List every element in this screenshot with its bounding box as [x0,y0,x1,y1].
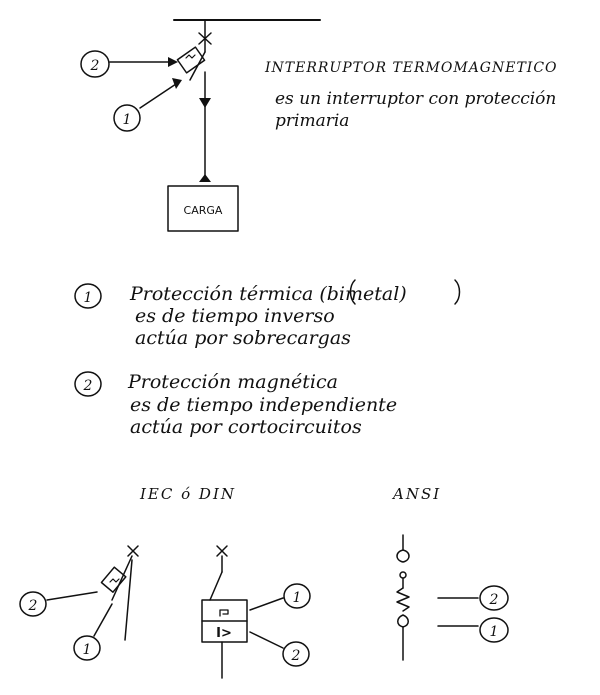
din-callout-1-circle [283,583,311,609]
ansi-label: ANSI [391,485,441,503]
load-arrow-icon [199,174,211,182]
ansi-callout-2-number: 2 [489,592,499,608]
bimetal-open-paren [349,279,356,305]
note-1-line-2: es de tiempo inverso [135,305,335,327]
iec-din-label: IEC ó DIN [139,485,236,503]
iec-1-callout-1-line [93,603,113,637]
description-line-1: es un interruptor con protección [275,89,556,109]
iec-1-contact-x [127,545,139,557]
callout-circle-2 [80,50,110,78]
note-2-line-1: Protección magnética [127,371,338,393]
magnetic-trip-symbol: I> [216,626,232,641]
ansi-magnetic-coil [397,614,409,628]
din-callout-1-line [249,597,284,611]
iec-1-callout-1-circle [73,635,101,661]
diagram-title: INTERRUPTOR TERMOMAGNETICO [264,60,558,76]
arrow-right-icon [168,57,178,67]
din-callout-2-number: 2 [291,648,301,664]
thermal-element-icon [219,609,229,617]
iec-1-callout-2-line [46,591,98,601]
note-2-number: 2 [83,378,93,394]
iec-1-callout-2-circle [19,591,47,617]
thermal-element-icon [185,54,196,59]
description-line-2: primaria [275,111,349,131]
din-breaker-symbol: I> 1 2 [201,545,311,679]
main-schematic: CARGA 2 1 [80,19,321,232]
note-1-number: 1 [84,290,93,306]
note-1-line-1: Protección térmica (bimetal) [129,283,407,305]
load-box [167,185,239,232]
iec-1-line [124,559,133,641]
din-callout-2-circle [282,641,310,667]
bimetal-close-paren [454,279,461,305]
arrow-down-icon [199,98,211,108]
callout-1-number: 1 [123,112,132,128]
iec-breaker-symbol: 2 1 [19,545,139,661]
ansi-callout-1-number: 1 [490,624,499,640]
note-2-line-2: es de tiempo independiente [130,394,397,416]
arrow-upright-icon [172,78,182,89]
din-callout-2-line [249,631,284,649]
ansi-callout-1-circle [479,617,509,643]
din-contact-x [216,545,228,557]
iec-1-trip-box [100,566,127,593]
iec-1-blade [111,555,133,601]
iec-1-callout-2-number: 2 [28,598,38,614]
note-2: 2 Protección magnética es de tiempo inde… [74,371,397,438]
callout-2-number: 2 [90,58,100,74]
note-1: 1 Protección térmica (bimetal) es de tie… [74,283,407,349]
note-1-line-3: actúa por sobrecargas [135,327,351,349]
note-2-line-3: actúa por cortocircuitos [130,416,362,438]
load-label: CARGA [184,204,223,217]
ansi-contact-dot [399,571,407,579]
trip-unit-box [176,46,206,74]
note-1-circle [74,283,102,309]
ansi-contact-hook [396,549,410,563]
ansi-breaker-symbol: 2 1 [396,534,509,661]
iec-1-callout-1-number: 1 [83,642,92,658]
ansi-callout-2-circle [479,585,509,611]
thermal-element-icon [109,578,120,583]
callout-circle-1 [113,104,141,132]
breaker-contact-x [198,32,212,45]
callout-1-arrow [139,83,177,109]
ansi-thermal-zigzag [396,587,410,612]
din-blade [209,571,223,601]
din-callout-1-number: 1 [293,590,302,606]
note-2-circle [74,371,102,397]
